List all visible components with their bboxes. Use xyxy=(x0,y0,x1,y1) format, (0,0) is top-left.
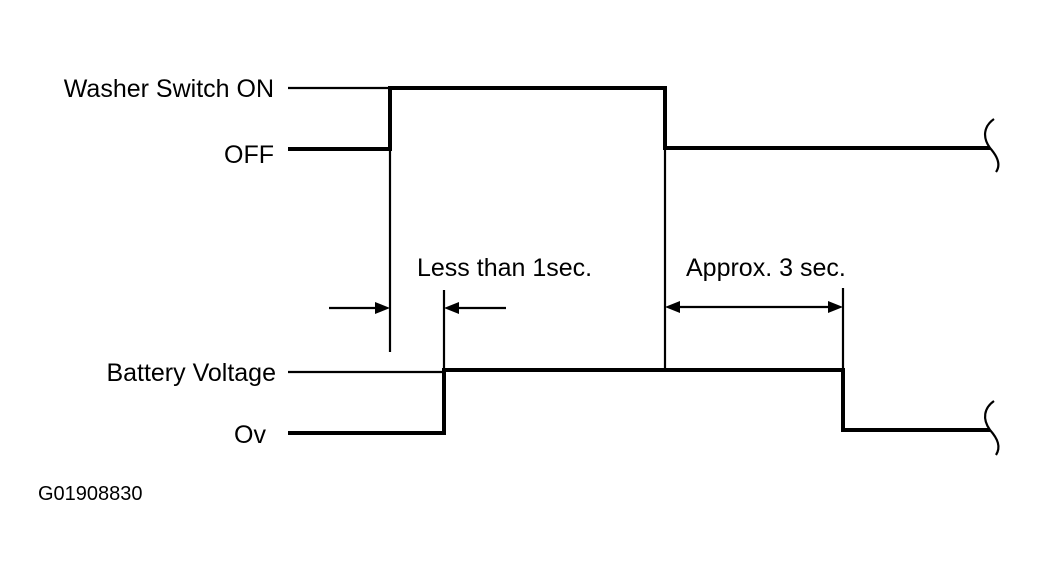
hold-left-arrowhead xyxy=(665,301,680,313)
output-continuation-break-mark xyxy=(984,400,1000,456)
zero-volt-label: Ov xyxy=(234,421,266,449)
hold-right-arrowhead xyxy=(828,301,843,313)
output-voltage-waveform xyxy=(288,368,990,435)
washer-switch-waveform xyxy=(288,86,990,151)
delay-left-arrowhead xyxy=(375,302,390,314)
washer-continuation-break-mark xyxy=(984,118,1000,173)
figure-code: G01908830 xyxy=(38,483,143,505)
washer-switch-off-label: OFF xyxy=(224,141,274,169)
hold-annotation: Approx. 3 sec. xyxy=(686,254,846,282)
delay-right-arrowhead xyxy=(444,302,459,314)
delay-annotation: Less than 1sec. xyxy=(417,254,592,282)
washer-switch-on-label: Washer Switch ON xyxy=(64,75,274,103)
battery-voltage-label: Battery Voltage xyxy=(106,359,276,387)
